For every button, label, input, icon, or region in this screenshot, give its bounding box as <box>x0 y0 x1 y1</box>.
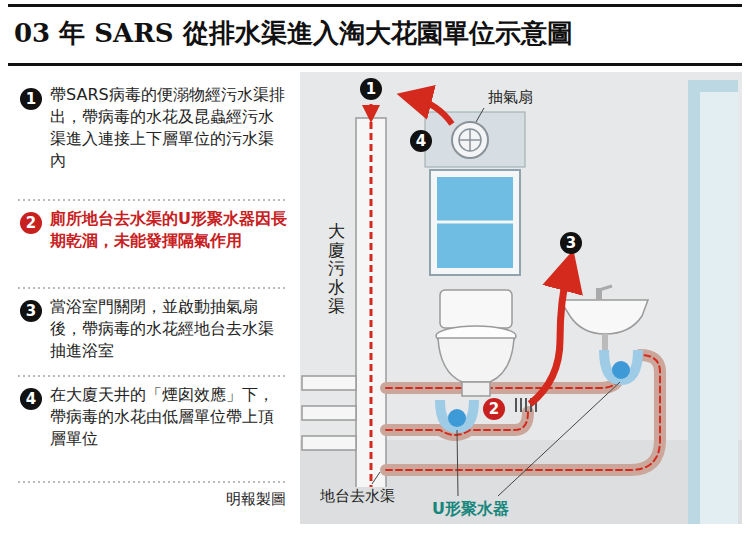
part-label: 抽氣扇 <box>488 88 533 107</box>
note-text: 帶SARS病毒的便溺物經污水渠排出，帶病毒的水花及昆蟲經污水渠進入連接上下層單位… <box>50 84 288 172</box>
part-label: 地台去水渠 <box>318 487 397 506</box>
callout-number: 3 <box>20 300 42 322</box>
callout-number: 1 <box>20 88 42 110</box>
note-text: 當浴室門關閉，並啟動抽氣扇後，帶病毒的水花經地台去水渠抽進浴室 <box>50 296 288 362</box>
credit: 明報製圖 <box>212 490 286 509</box>
note-text: 在大廈天井的「煙囱效應」下，帶病毒的水花由低層單位帶上頂層單位 <box>50 384 288 450</box>
title: 03 年 SARS 從排水渠進入淘大花園單位示意圖 <box>14 16 573 51</box>
callout-number: 1 <box>360 78 382 100</box>
callout-number: 2 <box>20 212 42 234</box>
callout-number: 4 <box>20 388 42 410</box>
callout-number: 3 <box>560 232 582 254</box>
part-label: 大廈污水渠 <box>328 222 345 315</box>
callout-number: 4 <box>410 130 432 152</box>
callout-number: 2 <box>483 398 505 420</box>
part-label: U形聚水器 <box>430 499 511 520</box>
note-text: 廁所地台去水渠的U形聚水器因長期乾涸，未能發揮隔氣作用 <box>50 208 288 252</box>
